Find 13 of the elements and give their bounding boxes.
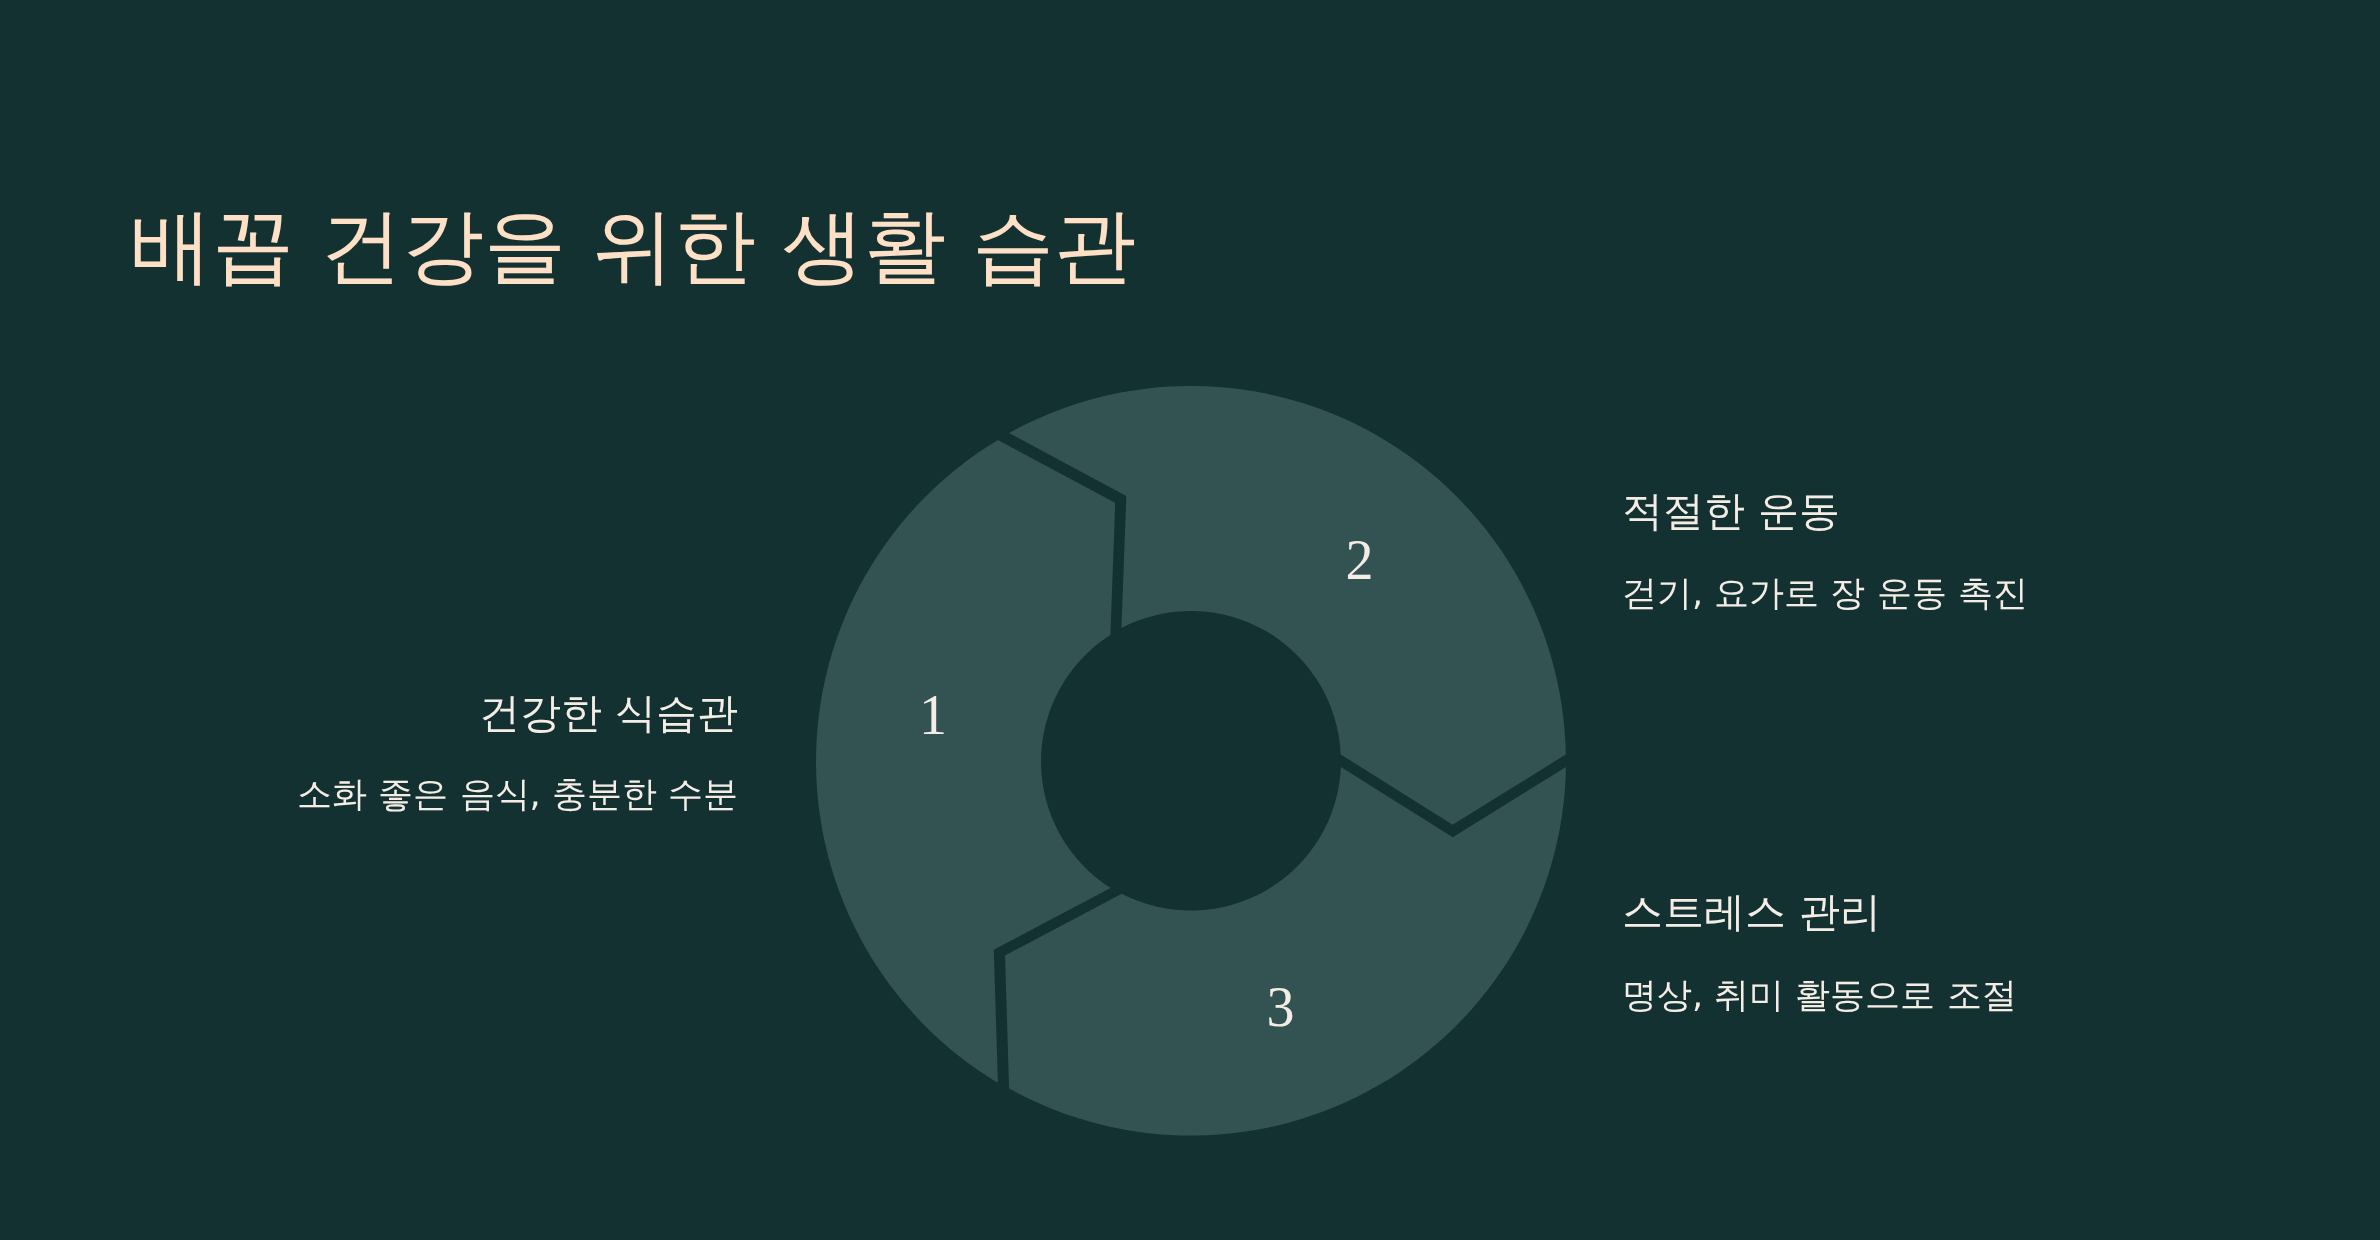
ring-segment [816, 439, 1116, 1083]
step-heading: 건강한 식습관 [478, 688, 738, 740]
step-heading: 스트레스 관리 [1622, 887, 1882, 939]
step-number: 2 [1345, 532, 1374, 589]
step-number: 1 [918, 687, 947, 744]
title: 배꼽 건강을 위한 생활 습관 [130, 196, 1137, 295]
ring-segment [1004, 767, 1566, 1136]
step-number: 3 [1266, 979, 1295, 1036]
ring-segment [1009, 386, 1566, 825]
step-description: 소화 좋은 음식, 충분한 수분 [297, 773, 738, 817]
step-heading: 적절한 운동 [1622, 486, 1841, 538]
step-description: 걷기, 요가로 장 운동 촉진 [1622, 572, 2028, 616]
step-description: 명상, 취미 활동으로 조절 [1622, 974, 2017, 1018]
